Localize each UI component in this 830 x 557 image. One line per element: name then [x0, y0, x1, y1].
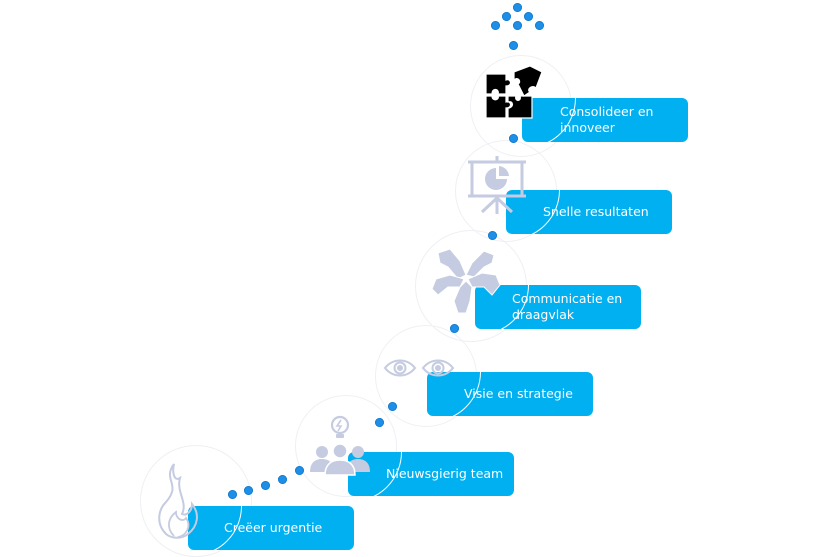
arrow-dot	[513, 3, 522, 12]
arrow-dot	[502, 12, 511, 21]
path-dot	[375, 418, 384, 427]
step-label: Snelle resultaten	[543, 204, 649, 219]
step-box-snelle-resultaten: Snelle resultaten	[506, 190, 672, 234]
team-idea-icon	[310, 415, 370, 476]
path-dot	[509, 41, 518, 50]
path-dot	[388, 402, 397, 411]
step-label: Consolideer en innoveer	[560, 104, 654, 135]
path-dot	[228, 490, 237, 499]
step-box-communicatie-en-draagvlak: Communicatie en draagvlak	[475, 285, 641, 329]
path-dot	[488, 231, 497, 240]
path-dot	[450, 324, 459, 333]
arrow-dot	[513, 21, 522, 30]
arrow-dot	[491, 21, 500, 30]
path-dot	[244, 486, 253, 495]
step-box-visie-en-strategie: Visie en strategie	[427, 372, 593, 416]
step-box-consolideer-en-innoveer: Consolideer en innoveer	[522, 98, 688, 142]
puzzle-icon	[485, 65, 543, 119]
step-label: Creëer urgentie	[224, 520, 323, 535]
halo	[295, 395, 397, 497]
hands-icon	[431, 248, 501, 314]
arrow-dot	[524, 12, 533, 21]
step-box-nieuwsgierig-team: Nieuwsgierig team	[348, 452, 514, 496]
path-dot	[278, 475, 287, 484]
path-dot	[509, 134, 518, 143]
arrow-dot	[535, 21, 544, 30]
path-dot	[295, 466, 304, 475]
step-label: Nieuwsgierig team	[386, 466, 504, 481]
flame-icon	[158, 463, 198, 539]
path-dot	[261, 481, 270, 490]
step-label: Visie en strategie	[464, 386, 573, 401]
step-label: Communicatie en draagvlak	[512, 291, 623, 322]
step-box-creeer-urgentie: Creëer urgentie	[188, 506, 354, 550]
presentation-chart-icon	[468, 156, 526, 214]
eyes-icon	[383, 359, 455, 377]
